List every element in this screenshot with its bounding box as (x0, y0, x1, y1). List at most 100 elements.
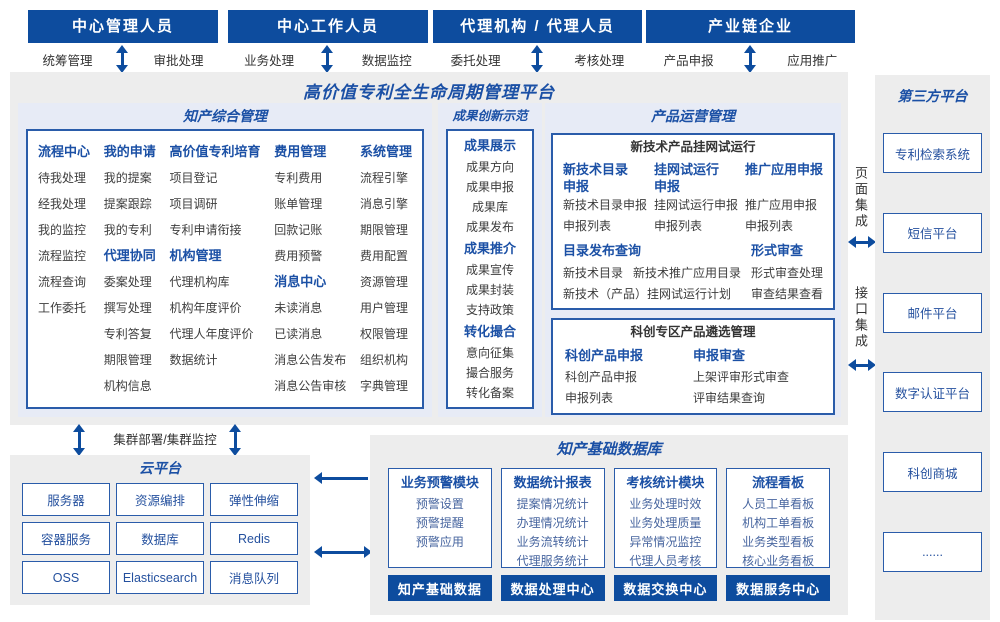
section-body: 成果展示 成果方向成果申报成果库成果发布 成果推介 成果宣传成果封装支持政策 转… (446, 129, 534, 409)
group-header: 成果展示 (463, 138, 516, 153)
group-header: 系统管理 (359, 144, 412, 159)
group-header: 科创产品申报 (565, 348, 644, 363)
menu-item: 预警应用 (415, 535, 464, 549)
menu-item: 回款记账 (274, 223, 323, 237)
group-header: 流程看板 (752, 475, 805, 490)
cloud-service-box: 弹性伸缩 (210, 483, 298, 516)
menu-item: 代理人年度评价 (169, 327, 254, 341)
menu-item: 预警提醒 (415, 516, 464, 530)
menu-item: 成果封装 (465, 283, 514, 297)
third-party-item: 邮件平台 (883, 292, 982, 333)
menu-item: 费用预警 (274, 249, 323, 263)
menu-item: 撮合服务 (465, 366, 514, 380)
menu-item: 成果宣传 (465, 263, 514, 277)
menu-item: 专利费用 (274, 171, 323, 185)
menu-item: 形式审查处理 (751, 266, 824, 280)
vertical-double-arrow (530, 45, 543, 73)
menu-item: 我的专利 (103, 223, 152, 237)
box-title: 新技术产品挂网试运行 (630, 140, 756, 154)
menu-item: 挂网试运行申报 (653, 198, 738, 212)
menu-column: 我的申请 我的提案提案跟踪我的专利 代理协同 委案处理撰写处理专利答复期限管理机… (104, 139, 156, 399)
menu-item: 待我处理 (38, 171, 87, 185)
menu-item: 核心业务看板 (742, 554, 815, 568)
group-header: 考核统计模块 (626, 475, 705, 490)
menu-item: 申报列表 (744, 219, 793, 233)
menu-item: 我的提案 (103, 171, 152, 185)
actor-group-industry-chain: 产业链企业 产品申报 应用推广 (646, 10, 855, 73)
cloud-service-box: 服务器 (22, 483, 110, 516)
group-header: 代理协同 (103, 248, 156, 263)
menu-item: 提案跟踪 (103, 197, 152, 211)
menu-item: 数据统计 (169, 353, 218, 367)
horizontal-double-arrow (848, 359, 876, 371)
actor-title: 中心管理人员 (28, 10, 218, 43)
menu-column: 申报审查 上架评审形式审查评审结果查询 (693, 344, 821, 409)
horizontal-double-arrow (848, 236, 876, 248)
section-achievement-demo: 成果创新示范 成果展示 成果方向成果申报成果库成果发布 成果推介 成果宣传成果封… (438, 103, 542, 417)
menu-item: 流程查询 (38, 275, 87, 289)
section-ip-management: 知产综合管理 流程中心 待我处理经我处理我的监控流程监控流程查询工作委托 我的申… (18, 103, 432, 417)
group-header: 申报审查 (693, 348, 746, 363)
vertical-double-arrow (321, 45, 334, 73)
panel-title: 云平台 (139, 460, 181, 476)
actor-role-label: 统筹管理 (42, 53, 93, 68)
vertical-double-arrow (116, 45, 129, 73)
menu-item: 上架评审形式审查 (693, 370, 790, 384)
group-header: 费用管理 (274, 144, 327, 159)
menu-item: 人员工单看板 (742, 497, 815, 511)
menu-item: 消息引擎 (359, 197, 408, 211)
menu-item: 专利答复 (103, 327, 152, 341)
menu-item: 委案处理 (103, 275, 152, 289)
third-party-item: 数字认证平台 (883, 372, 982, 413)
menu-item: 账单管理 (274, 197, 323, 211)
vertical-double-arrow (73, 424, 85, 456)
menu-item: 期限管理 (103, 353, 152, 367)
menu-item: 成果申报 (465, 180, 514, 194)
third-party-item: 短信平台 (883, 212, 982, 253)
menu-item: 成果发布 (465, 220, 514, 234)
menu-item: 工作委托 (38, 301, 87, 315)
vertical-double-arrow (743, 45, 756, 73)
menu-column: 系统管理 流程引擎消息引擎期限管理费用配置资源管理用户管理权限管理组织机构字典管… (360, 139, 412, 399)
third-party-item: 专利检索系统 (883, 133, 982, 173)
section-body: 流程中心 待我处理经我处理我的监控流程监控流程查询工作委托 我的申请 我的提案提… (26, 129, 424, 409)
actor-role-label: 审批处理 (153, 53, 204, 68)
menu-item: 办理情况统计 (516, 516, 589, 530)
group-header: 数据统计报表 (513, 475, 592, 490)
page-integration-label: 页面集成 (853, 166, 868, 230)
group-header: 推广应用申报 (744, 162, 823, 177)
actor-role-label: 业务处理 (244, 53, 295, 68)
menu-item: 申报列表 (653, 219, 702, 233)
menu-item: 推广应用申报 (744, 198, 817, 212)
group-header: 消息中心 (274, 274, 327, 289)
menu-item: 业务流转统计 (516, 535, 589, 549)
menu-item: 新技术推广应用目录 (633, 266, 742, 280)
menu-item: 业务处理质量 (629, 516, 702, 530)
actor-group-center-managers: 中心管理人员 统筹管理 审批处理 (28, 10, 218, 73)
menu-item: 组织机构 (359, 353, 408, 367)
actor-title: 产业链企业 (646, 10, 855, 43)
panel-title: 知产基础数据库 (556, 441, 662, 458)
menu-item: 费用配置 (359, 249, 408, 263)
menu-item: 代理服务统计 (516, 554, 589, 568)
cloud-service-box: 容器服务 (22, 522, 110, 555)
menu-item: 异常情况监控 (629, 535, 702, 549)
menu-item: 已读消息 (274, 327, 323, 341)
horizontal-left-arrow (314, 472, 368, 484)
group-header: 高价值专利培育 (169, 144, 261, 159)
panel-title: 第三方平台 (897, 88, 968, 104)
menu-item: 字典管理 (359, 379, 408, 393)
group-header: 我的申请 (103, 144, 156, 159)
menu-column: 科创产品申报 科创产品申报申报列表 (565, 344, 693, 409)
group-header: 形式审查 (751, 243, 804, 258)
section-title: 知产综合管理 (183, 108, 267, 124)
menu-item: 流程监控 (38, 249, 87, 263)
db-module: 考核统计模块 业务处理时效业务处理质量异常情况监控代理人员考核 (613, 468, 718, 568)
menu-item: 成果方向 (465, 160, 514, 174)
cloud-service-box: 数据库 (116, 522, 204, 555)
actor-role-label: 产品申报 (663, 53, 714, 68)
actor-role-label: 委托处理 (450, 53, 501, 68)
db-module: 业务预警模块 预警设置预警提醒预警应用 (388, 468, 492, 568)
data-center-bar: 数据处理中心 (500, 575, 605, 601)
menu-item: 支持政策 (465, 303, 514, 317)
